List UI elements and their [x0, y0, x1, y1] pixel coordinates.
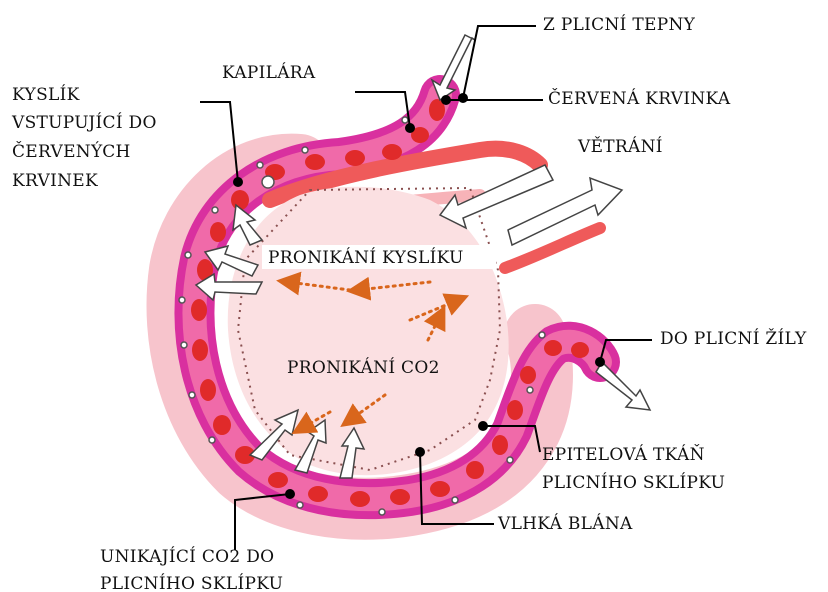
label-moist-membrane: VLHKÁ BLÁNA [497, 513, 633, 534]
label-co2-exit-line2: PLICNÍHO SKLÍPKU [100, 573, 283, 592]
label-oxygen-line1: KYSLÍK [12, 84, 80, 105]
label-pulmonary-vein: DO PLICNÍ ŽÍLY [660, 328, 807, 349]
label-oxygen-line2: VSTUPUJÍCÍ DO [11, 112, 157, 133]
label-co2-diffusion: PRONIKÁNÍ CO2 [287, 357, 440, 378]
vein-outflow-arrow [596, 362, 650, 410]
leader-pulmonary-artery [463, 26, 536, 98]
alveolus-lumen [228, 187, 509, 475]
label-epithelium-line1: EPITELOVÁ TKÁŇ [542, 444, 705, 465]
label-pulmonary-artery: Z PLICNÍ TEPNY [543, 14, 696, 35]
label-red-blood-cell: ČERVENÁ KRVINKA [548, 88, 731, 109]
label-co2-exit-line1: UNIKAJÍCÍ CO2 DO [100, 546, 274, 567]
label-capillary: KAPILÁRA [222, 62, 316, 83]
label-oxygen-line3: ČERVENÝCH [12, 141, 131, 162]
label-epithelium-line2: PLICNÍHO SKLÍPKU [542, 472, 725, 493]
label-oxygen-diffusion: PRONIKÁNÍ KYSLÍKU [268, 247, 464, 268]
label-oxygen-line4: KRVINEK [12, 171, 98, 191]
label-ventilation: VĚTRÁNÍ [577, 136, 663, 157]
